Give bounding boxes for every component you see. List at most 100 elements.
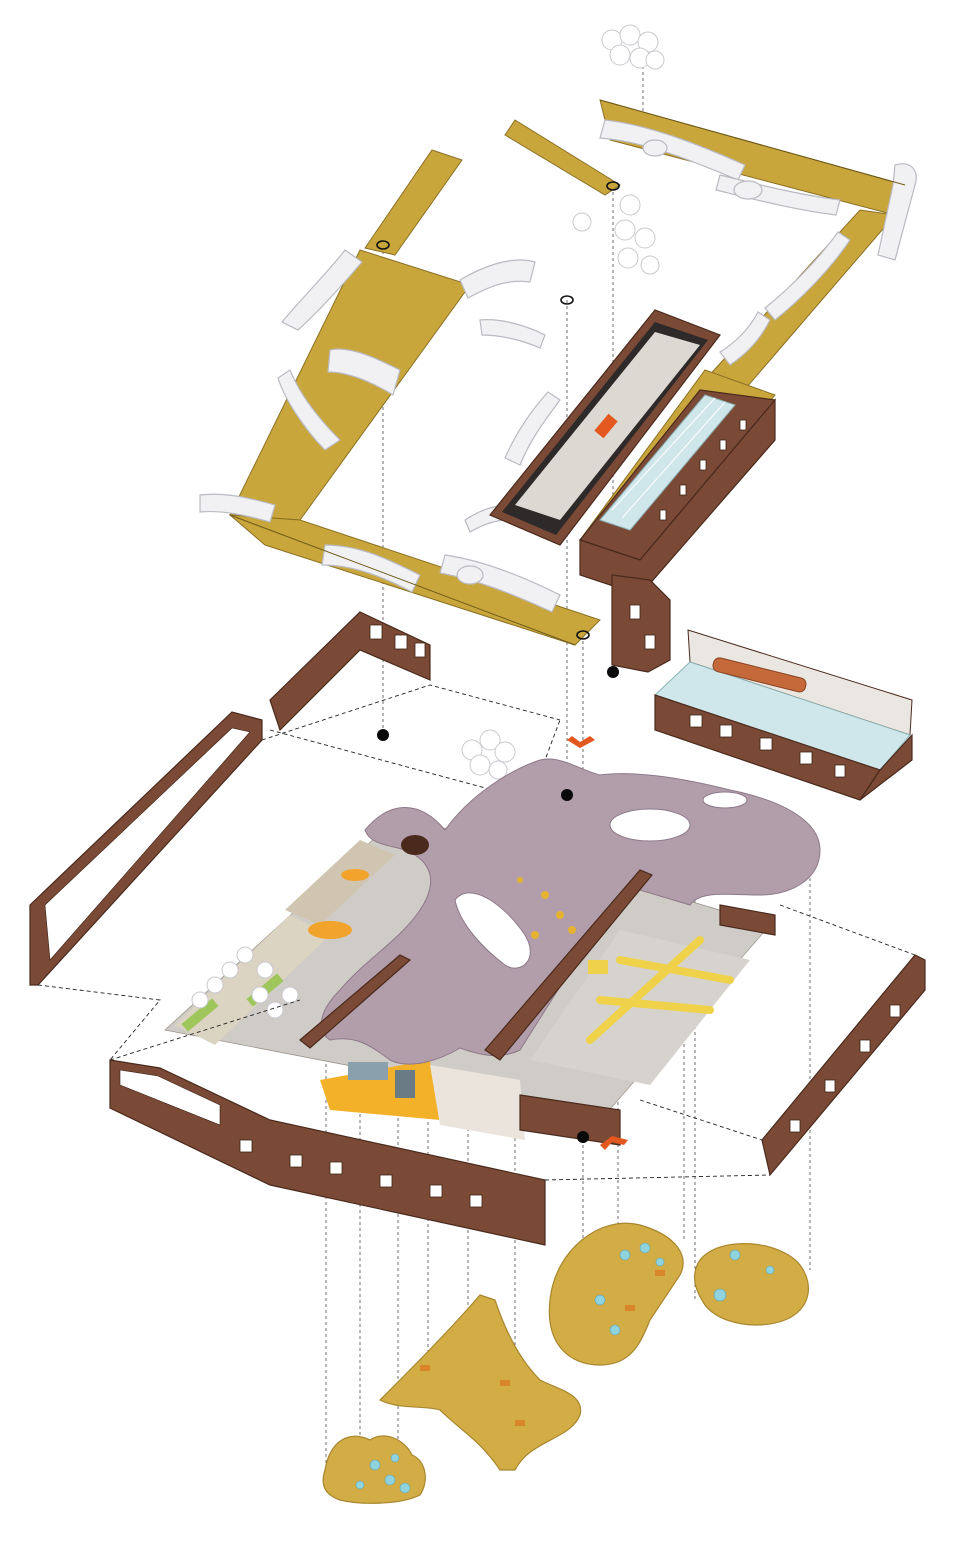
pavilion-orange-seat	[594, 413, 618, 439]
meeting-window	[759, 737, 773, 751]
marker-dot	[377, 729, 389, 741]
deck-rail	[599, 99, 906, 186]
tube	[281, 249, 363, 331]
ring-markers	[376, 181, 620, 640]
core-window	[644, 634, 656, 650]
landscape-island	[693, 1243, 809, 1326]
play-ball	[729, 1249, 741, 1261]
ring-marker	[576, 630, 590, 640]
deck-rail	[229, 514, 576, 646]
roof-ramp	[364, 149, 463, 256]
tree	[256, 961, 274, 979]
outline-dashed	[37, 984, 161, 1061]
roof-deck-layer	[199, 99, 917, 646]
tree	[281, 986, 299, 1004]
interior-brick-walls	[299, 869, 776, 1146]
tree	[251, 986, 269, 1004]
tube-joint	[456, 565, 484, 585]
roof-dot	[556, 911, 564, 919]
tree	[206, 976, 224, 994]
wall-window	[429, 1184, 443, 1198]
roof-deck-right	[704, 209, 896, 396]
marker-dot	[561, 789, 573, 801]
orange-rug	[308, 921, 352, 939]
play-ball	[713, 1288, 727, 1302]
ring-marker	[376, 240, 390, 250]
balloon	[614, 219, 636, 241]
wall-window	[329, 1161, 343, 1175]
upper-wall-left	[269, 611, 431, 732]
yellow-play-block	[588, 960, 608, 974]
roof-opening	[702, 791, 748, 809]
brick-core	[611, 574, 671, 673]
play-ball	[609, 1324, 621, 1336]
grey-panel	[395, 1070, 415, 1098]
wall-window	[889, 1004, 901, 1018]
meeting-room-side-wall	[859, 733, 913, 801]
facade-window	[659, 509, 667, 521]
play-ball	[384, 1474, 396, 1486]
facade-window	[719, 439, 727, 451]
log-seat	[500, 1380, 510, 1386]
interior-wall	[299, 954, 412, 1049]
orange-rug	[341, 869, 369, 881]
play-ball	[765, 1265, 775, 1275]
skylight-mullion	[621, 401, 726, 519]
play-ball	[655, 1257, 665, 1267]
outline-dashed	[109, 999, 301, 1061]
upper-left-room	[285, 840, 395, 925]
wall-window	[859, 1039, 871, 1053]
tube	[504, 391, 561, 466]
log-seat	[625, 1305, 635, 1311]
roof-dot	[541, 891, 549, 899]
play-ball	[390, 1453, 400, 1463]
wall-window	[379, 1174, 393, 1188]
play-ball	[369, 1459, 381, 1471]
entrance-arrow-icon	[600, 1136, 628, 1150]
tree	[488, 760, 508, 780]
interior-wall	[519, 1094, 621, 1146]
tube	[277, 369, 341, 451]
green-planter	[181, 998, 219, 1032]
balloon	[609, 44, 631, 66]
meeting-room-box	[654, 629, 913, 801]
tube	[479, 319, 546, 349]
balloon	[640, 255, 660, 275]
meeting-window	[799, 751, 813, 765]
meeting-table	[712, 657, 807, 693]
tube-joint	[642, 139, 668, 157]
balloon	[572, 212, 592, 232]
interior-wall	[484, 869, 653, 1061]
meeting-window	[834, 764, 846, 778]
tube	[719, 311, 771, 366]
core-window	[629, 604, 641, 620]
play-ball	[594, 1294, 606, 1306]
wall-window-band	[44, 727, 251, 961]
facade-window	[699, 459, 707, 471]
tree	[266, 1001, 284, 1019]
log-seat	[655, 1270, 665, 1276]
wall-window	[394, 634, 408, 650]
outline-dashed	[544, 1174, 771, 1181]
balloon	[634, 227, 656, 249]
tree	[236, 946, 254, 964]
balloon	[617, 247, 639, 269]
skylight-mullion	[611, 397, 716, 511]
play-ball	[619, 1249, 631, 1261]
tree	[221, 961, 239, 979]
wall-window	[789, 1119, 801, 1133]
wall-window	[369, 624, 383, 640]
tree	[191, 991, 209, 1009]
interior-wall	[719, 904, 776, 936]
wall-window	[824, 1079, 836, 1093]
log-seat	[515, 1420, 525, 1426]
entrance-arrow-icon	[567, 736, 595, 748]
roof-dot	[568, 926, 576, 934]
tube	[199, 493, 276, 523]
tube	[877, 163, 917, 261]
landscape-islands	[322, 1222, 809, 1504]
marker-dot	[607, 666, 619, 678]
section-markers	[377, 666, 628, 1150]
tree	[469, 754, 491, 776]
wall-window	[414, 642, 426, 658]
